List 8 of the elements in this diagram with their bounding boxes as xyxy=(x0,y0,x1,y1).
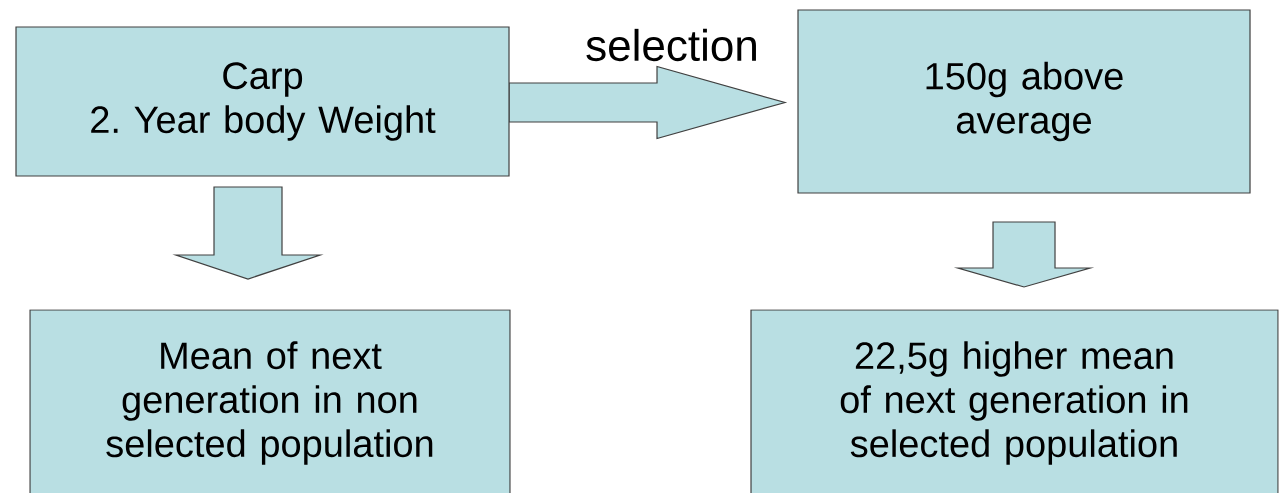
process-box: Carp 2. Year body Weight xyxy=(15,26,510,177)
block-arrow xyxy=(953,221,1095,288)
process-box: 22,5g higher mean of next generation in selected population xyxy=(750,309,1279,493)
process-box: Mean of next generation in non selected population xyxy=(29,309,511,493)
block-arrow xyxy=(508,65,788,140)
block-arrow xyxy=(172,186,324,280)
edge-label: selection xyxy=(584,27,760,63)
process-box: 150g above average xyxy=(797,9,1251,194)
